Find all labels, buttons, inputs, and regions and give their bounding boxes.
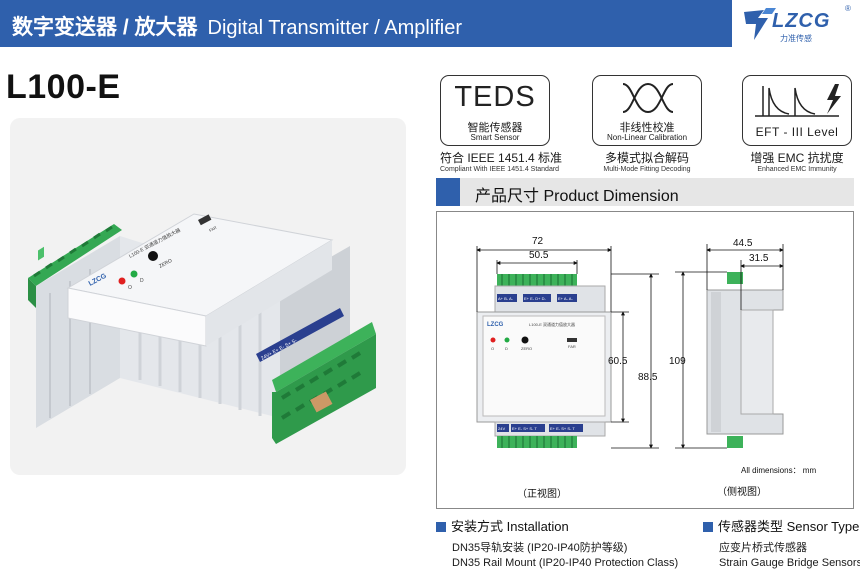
eft-caption-en: Enhanced EMC Immunity xyxy=(757,166,837,173)
nonlinear-caption-cn: 多模式拟合解码 xyxy=(604,151,689,165)
front-view: A+ B- A- E+ E- D+ D- E+ A- A- LZCG L100-… xyxy=(476,246,659,449)
front-led-d: D xyxy=(505,346,508,351)
nonlinear-caption-en: Multi-Mode Fitting Decoding xyxy=(603,166,691,173)
teds-caption-en: Compliant With IEEE 1451.4 Standard xyxy=(440,166,560,173)
page-title: 数字变送器 / 放大器 Digital Transmitter / Amplifi… xyxy=(12,11,462,41)
dimension-lines: A+ B- A- E+ E- D+ D- E+ A- A- LZCG L100-… xyxy=(476,244,784,449)
led-red xyxy=(118,277,126,285)
teds-sub-cn: 智能传感器 xyxy=(467,122,523,134)
spec-sensor-type: 传感器类型 Sensor Type 应变片桥式传感器 Strain Gauge … xyxy=(703,516,860,569)
spec-sensor-cn: 应变片桥式传感器 xyxy=(719,542,807,554)
teds-caption-cn: 符合 IEEE 1451.4 标准 xyxy=(440,151,563,165)
dim-depth-inner: 31.5 xyxy=(749,253,769,264)
spec-marker xyxy=(436,522,446,532)
side-view-caption: （侧视图） xyxy=(717,487,767,498)
front-usb: FAR xyxy=(568,344,576,349)
side-view xyxy=(675,244,784,449)
nonlinear-sub-en: Non-Linear Calibration xyxy=(606,133,688,142)
led-green xyxy=(130,270,138,278)
usb-label: FAR xyxy=(208,225,217,233)
front-term-top-2: E+ E- D+ D- xyxy=(524,296,546,301)
front-zero: ZERO xyxy=(521,346,532,351)
zero-label: ZERO xyxy=(158,258,173,270)
dim-unit-note: All dimensions： mm xyxy=(741,466,817,475)
spec-installation: 安装方式 Installation DN35导轨安装 (IP20-IP40防护等… xyxy=(436,516,678,569)
device-illustration: LZCG L100-E 双通道力值放大器 ZERO O D FAR 24V+ E… xyxy=(28,213,376,444)
eft-sub: EFT - III Level xyxy=(755,125,839,139)
dimension-heading: 产品尺寸 Product Dimension xyxy=(436,178,854,206)
feature-eft: EFT - III Level 增强 EMC 抗扰度 Enhanced EMC … xyxy=(742,75,852,173)
logo-registered: ® xyxy=(845,4,851,13)
led-label-d: D xyxy=(140,278,144,284)
product-photo: LZCG L100-E 双通道力值放大器 ZERO O D FAR 24V+ E… xyxy=(10,118,406,475)
front-view-caption: （正视图） xyxy=(517,489,567,500)
nonlinear-sub-cn: 非线性校准 xyxy=(619,122,675,134)
eft-caption-cn: 增强 EMC 抗扰度 xyxy=(750,151,844,165)
front-title: L100-E 双通道力值放大器 xyxy=(529,321,575,327)
feature-nonlinear: 非线性校准 Non-Linear Calibration 多模式拟合解码 Mul… xyxy=(592,75,702,173)
dim-side-height: 109 xyxy=(669,356,686,367)
nonlinear-box: 非线性校准 Non-Linear Calibration xyxy=(592,75,702,146)
front-term-top-3: E+ A- A- xyxy=(558,296,573,301)
front-term-top-1: A+ B- A- xyxy=(498,296,514,301)
terminal-block-left xyxy=(28,224,122,308)
terminal-label-strip xyxy=(256,308,344,362)
led-label-o: O xyxy=(128,285,132,291)
logo-text: LZCG xyxy=(772,10,831,32)
spec-marker xyxy=(703,522,713,532)
front-term-bot-2: E+ E- S+ S- T xyxy=(512,426,537,431)
teds-icon: TEDS xyxy=(454,81,536,113)
spec-installation-cn: DN35导轨安装 (IP20-IP40防护等级) xyxy=(452,542,628,554)
front-brand: LZCG xyxy=(487,322,504,328)
heading-marker xyxy=(436,178,460,206)
nonlinear-wave-icon xyxy=(622,82,674,114)
usb-port xyxy=(198,214,212,226)
spec-installation-en: DN35 Rail Mount (IP20-IP40 Protection Cl… xyxy=(452,557,679,569)
spec-installation-heading: 安装方式 Installation xyxy=(451,519,569,534)
front-term-bot-1: 24V xyxy=(498,426,505,431)
dimension-drawing: A+ B- A- E+ E- D+ D- E+ A- A- LZCG L100-… xyxy=(436,211,854,509)
title-cn: 数字变送器 / 放大器 xyxy=(12,16,198,39)
dim-depth-total: 44.5 xyxy=(733,238,753,249)
teds-sub-en: Smart Sensor xyxy=(470,133,520,142)
din-clip xyxy=(310,391,333,413)
eft-lightning-icon xyxy=(755,84,841,117)
logo-subtitle: 力准传感 xyxy=(780,34,812,43)
title-en: Digital Transmitter / Amplifier xyxy=(207,17,463,39)
teds-box: TEDS 智能传感器 Smart Sensor xyxy=(440,75,550,146)
logo-mark-icon xyxy=(744,8,776,40)
brand-logo: LZCG 力准传感 ® xyxy=(742,4,854,46)
spec-sensor-heading: 传感器类型 Sensor Type xyxy=(718,519,860,534)
feature-teds: TEDS 智能传感器 Smart Sensor 符合 IEEE 1451.4 标… xyxy=(440,75,563,173)
dimension-heading-text: 产品尺寸 Product Dimension xyxy=(475,188,679,205)
model-name: L100-E xyxy=(6,68,121,106)
eft-box: EFT - III Level xyxy=(742,75,852,146)
dim-height-total: 88.5 xyxy=(638,372,658,383)
header-bar: 数字变送器 / 放大器 Digital Transmitter / Amplifi… xyxy=(0,0,732,47)
zero-button xyxy=(148,251,158,261)
dim-width-inner: 50.5 xyxy=(529,250,549,261)
dim-height-body: 60.5 xyxy=(608,356,628,367)
dim-width-total: 72 xyxy=(532,236,544,247)
spec-sensor-en: Strain Gauge Bridge Sensors xyxy=(719,557,860,569)
front-term-bot-3: E+ E- S+ S- T xyxy=(550,426,575,431)
front-led-o: O xyxy=(491,346,494,351)
